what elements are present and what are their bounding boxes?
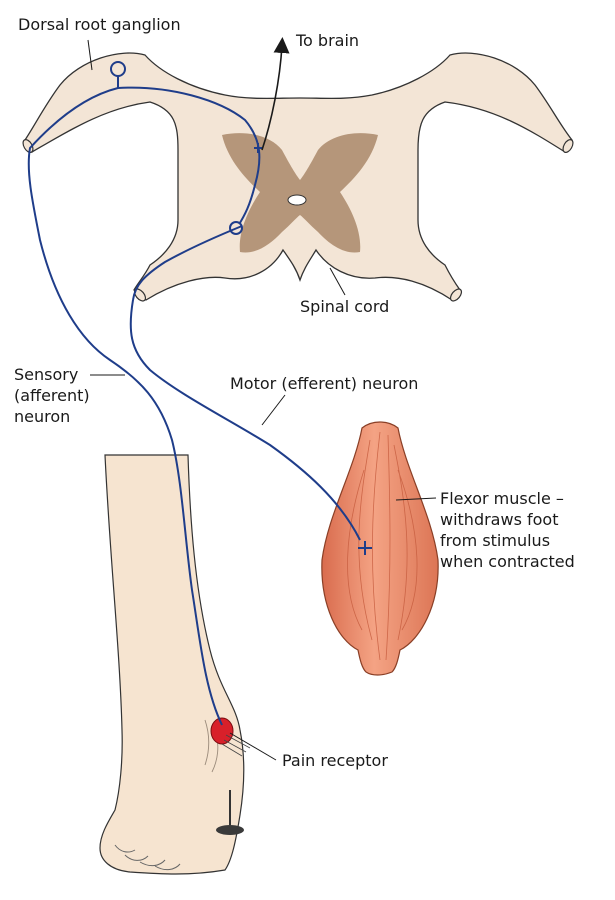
ganglion-cell-body: [110, 61, 126, 77]
label-sensory-neuron: Sensory (afferent) neuron: [14, 364, 90, 427]
toe-lines: [114, 844, 181, 871]
leader-pain: [229, 732, 277, 761]
flexor-line-2: withdraws foot: [440, 510, 559, 529]
label-to-brain: To brain: [296, 31, 360, 50]
spinal-cord-white-matter: [24, 52, 573, 301]
pain-receptor-lines: [221, 734, 251, 757]
label-spinal-cord: Spinal cord: [300, 297, 390, 316]
label-pain-receptor: Pain receptor: [282, 751, 388, 770]
motor-neuron: [129, 225, 361, 541]
sensory-line-1: Sensory: [14, 365, 79, 384]
sensory-line-2: (afferent): [14, 386, 90, 405]
flexor-muscle: [321, 421, 439, 676]
motor-end-plate: [358, 541, 372, 555]
pin-icon: [216, 790, 244, 835]
muscle-fibers: [347, 431, 418, 661]
label-flexor-muscle: Flexor muscle – withdraws foot from stim…: [440, 488, 575, 572]
leader-ganglion: [87, 39, 93, 71]
label-motor-neuron: Motor (efferent) neuron: [230, 374, 419, 393]
central-canal: [287, 194, 307, 206]
leader-spinal-cord: [329, 267, 346, 296]
flexor-line-1: Flexor muscle –: [440, 489, 564, 508]
flexor-line-3: from stimulus: [440, 531, 551, 550]
ventral-root-end-right: [449, 288, 463, 302]
label-dorsal-root-ganglion: Dorsal root ganglion: [18, 15, 181, 34]
leg-and-foot: [99, 454, 245, 875]
spinal-cord-grey-matter: [222, 133, 378, 253]
leader-motor: [261, 394, 286, 426]
sensory-synapse: [254, 143, 262, 153]
dorsal-root-end-right: [562, 139, 574, 153]
to-brain-arrow: [261, 37, 290, 151]
flexor-line-4: when contracted: [440, 552, 575, 571]
sensory-line-3: neuron: [14, 407, 71, 426]
pain-receptor: [210, 717, 234, 745]
sensory-neuron: [27, 86, 261, 726]
leader-flexor: [395, 497, 437, 501]
